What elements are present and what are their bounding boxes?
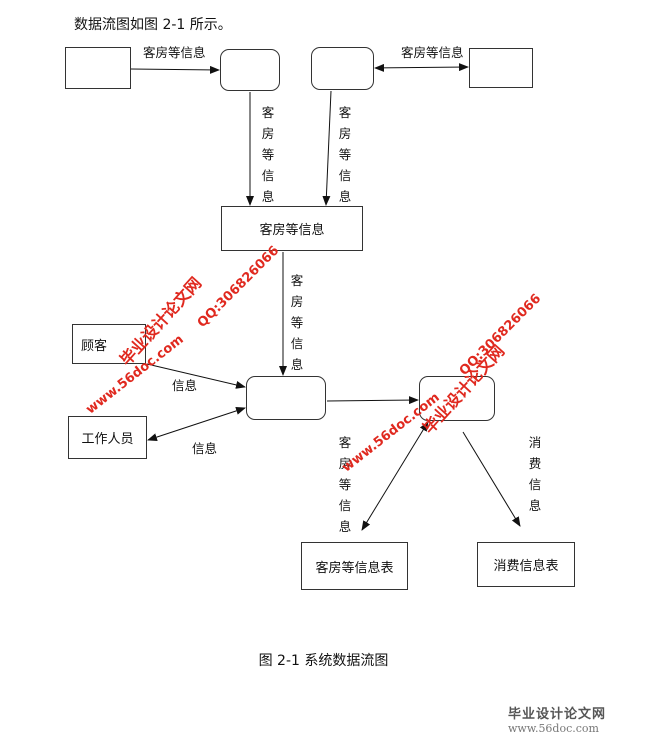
process-box-2 <box>311 47 374 90</box>
footer-brand: 毕业设计论文网 <box>508 707 607 722</box>
arrow-staff-p3-bidir <box>147 407 246 441</box>
arrow-p4-table-bidir <box>361 421 429 531</box>
process-box-3 <box>246 376 326 420</box>
label-vertical-2: 客房等信息 <box>338 105 352 204</box>
arrow-p2-down <box>322 90 332 206</box>
label-vertical-5: 消费信息 <box>528 435 542 513</box>
room-info-box-label: 客房等信息 <box>259 223 325 238</box>
label-vertical-3: 客房等信息 <box>290 273 304 372</box>
label-staff-flow: 信息 <box>192 441 218 456</box>
process-box-4 <box>419 376 495 421</box>
figure-caption: 图 2-1 系统数据流图 <box>258 653 389 669</box>
customer-box-label: 顾客 <box>81 338 108 354</box>
consume-table-box: 消费信息表 <box>477 542 575 587</box>
arrow-left-to-p1 <box>130 65 220 74</box>
room-info-box: 客房等信息 <box>221 206 363 251</box>
label-top-left: 客房等信息 <box>143 45 206 60</box>
staff-box: 工作人员 <box>68 416 147 459</box>
label-vertical-4: 客房等信息 <box>338 435 352 534</box>
label-vertical-1: 客房等信息 <box>261 105 275 204</box>
arrow-p4-to-consume <box>462 431 521 527</box>
source-box-left <box>65 47 131 89</box>
label-customer-flow: 信息 <box>172 378 198 393</box>
room-table-box: 客房等信息表 <box>301 542 408 590</box>
arrow-p2-right-bidir <box>374 63 469 72</box>
footer-url: www.56doc.com <box>508 722 599 735</box>
intro-text: 数据流图如图 2-1 所示。 <box>74 17 232 33</box>
staff-box-label: 工作人员 <box>81 432 134 447</box>
label-top-right: 客房等信息 <box>401 45 464 60</box>
consume-table-label: 消费信息表 <box>493 559 559 574</box>
arrow-customer-to-p3 <box>146 363 246 389</box>
source-box-right <box>469 48 533 88</box>
customer-box: 顾客 <box>72 324 146 364</box>
arrow-p3-to-p4 <box>326 396 419 405</box>
footer-logo: 毕业设计论文网 www.56doc.com <box>508 703 606 735</box>
process-box-1 <box>220 49 280 91</box>
room-table-label: 客房等信息表 <box>315 560 394 576</box>
